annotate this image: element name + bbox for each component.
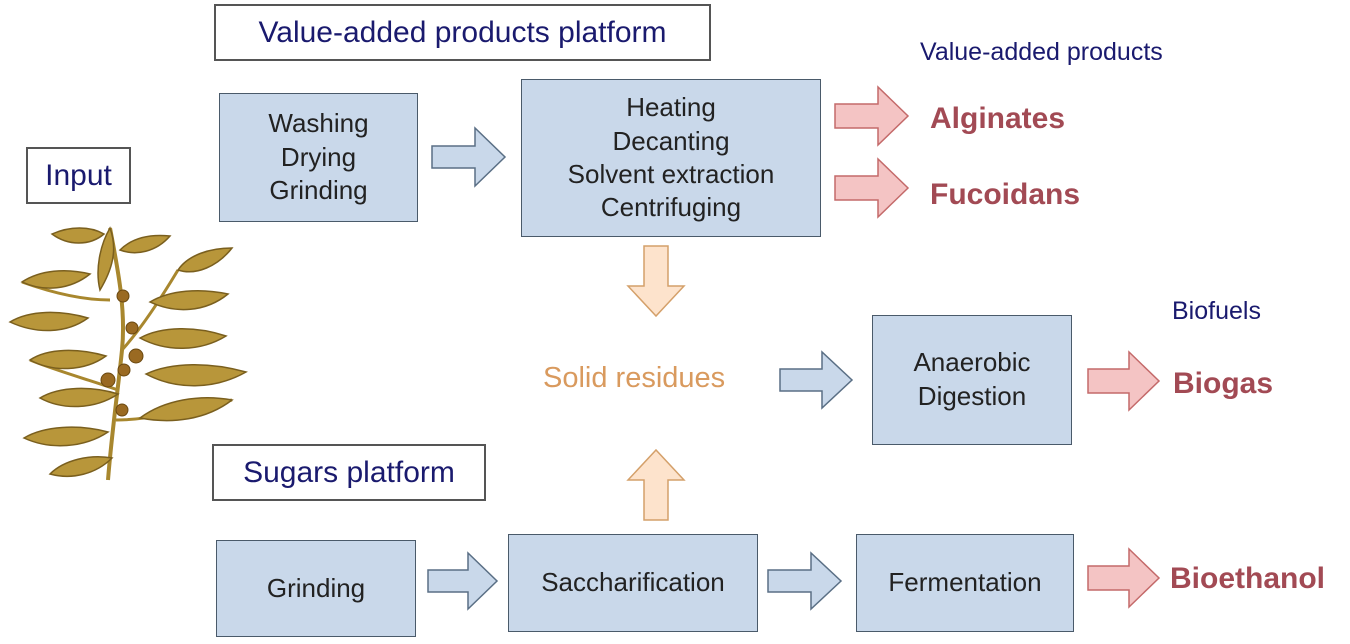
step-centrifuging: Centrifuging <box>600 192 742 223</box>
step-grinding: Grinding <box>269 175 368 206</box>
arrow-saccharification-to-fermentation <box>767 551 843 611</box>
input-header: Input <box>26 147 131 204</box>
value-platform-title: Value-added products platform <box>258 15 667 49</box>
fermentation-box: Fermentation <box>856 534 1074 632</box>
step-drying: Drying <box>280 141 357 172</box>
sugars-platform-title: Sugars platform <box>243 455 455 489</box>
biofuels-label: Biofuels <box>1172 297 1261 325</box>
value-platform-header: Value-added products platform <box>214 4 711 61</box>
product-biogas: Biogas <box>1173 367 1274 400</box>
arrow-saccharification-to-residues <box>626 448 686 521</box>
arrow-to-fucoidans <box>834 157 910 219</box>
input-title: Input <box>45 158 112 192</box>
seaweed-illustration <box>8 226 248 481</box>
grinding-box: Grinding <box>216 540 416 637</box>
arrow-pretreatment-to-extraction <box>431 126 507 188</box>
step-anaerobic: Anaerobic <box>913 347 1031 378</box>
solid-residues-label: Solid residues <box>543 362 726 394</box>
step-digestion: Digestion <box>917 381 1027 411</box>
step-saccharification: Saccharification <box>541 567 725 598</box>
arrow-to-alginates <box>834 85 910 147</box>
product-fucoidans: Fucoidans <box>930 178 1081 211</box>
product-bioethanol: Bioethanol <box>1170 562 1325 595</box>
arrow-residues-to-anaerobic <box>779 350 854 410</box>
pretreatment-box: Washing Drying Grinding <box>219 93 418 222</box>
step-solvent-extraction: Solvent extraction <box>567 159 775 189</box>
arrow-to-bioethanol <box>1087 547 1161 609</box>
step-heating: Heating <box>626 92 716 123</box>
step-grinding-sugars: Grinding <box>266 572 366 603</box>
arrow-to-biogas <box>1087 350 1161 412</box>
step-washing: Washing <box>268 107 369 138</box>
arrow-extraction-to-residues <box>626 245 686 318</box>
extraction-box: Heating Decanting Solvent extraction Cen… <box>521 79 821 237</box>
step-decanting: Decanting <box>612 125 730 156</box>
sugars-platform-header: Sugars platform <box>212 444 486 501</box>
arrow-grinding-to-saccharification <box>427 551 499 611</box>
anaerobic-digestion-box: Anaerobic Digestion <box>872 315 1072 445</box>
value-added-products-label: Value-added products <box>920 38 1163 66</box>
step-fermentation: Fermentation <box>888 567 1042 598</box>
product-alginates: Alginates <box>930 102 1066 135</box>
saccharification-box: Saccharification <box>508 534 758 632</box>
